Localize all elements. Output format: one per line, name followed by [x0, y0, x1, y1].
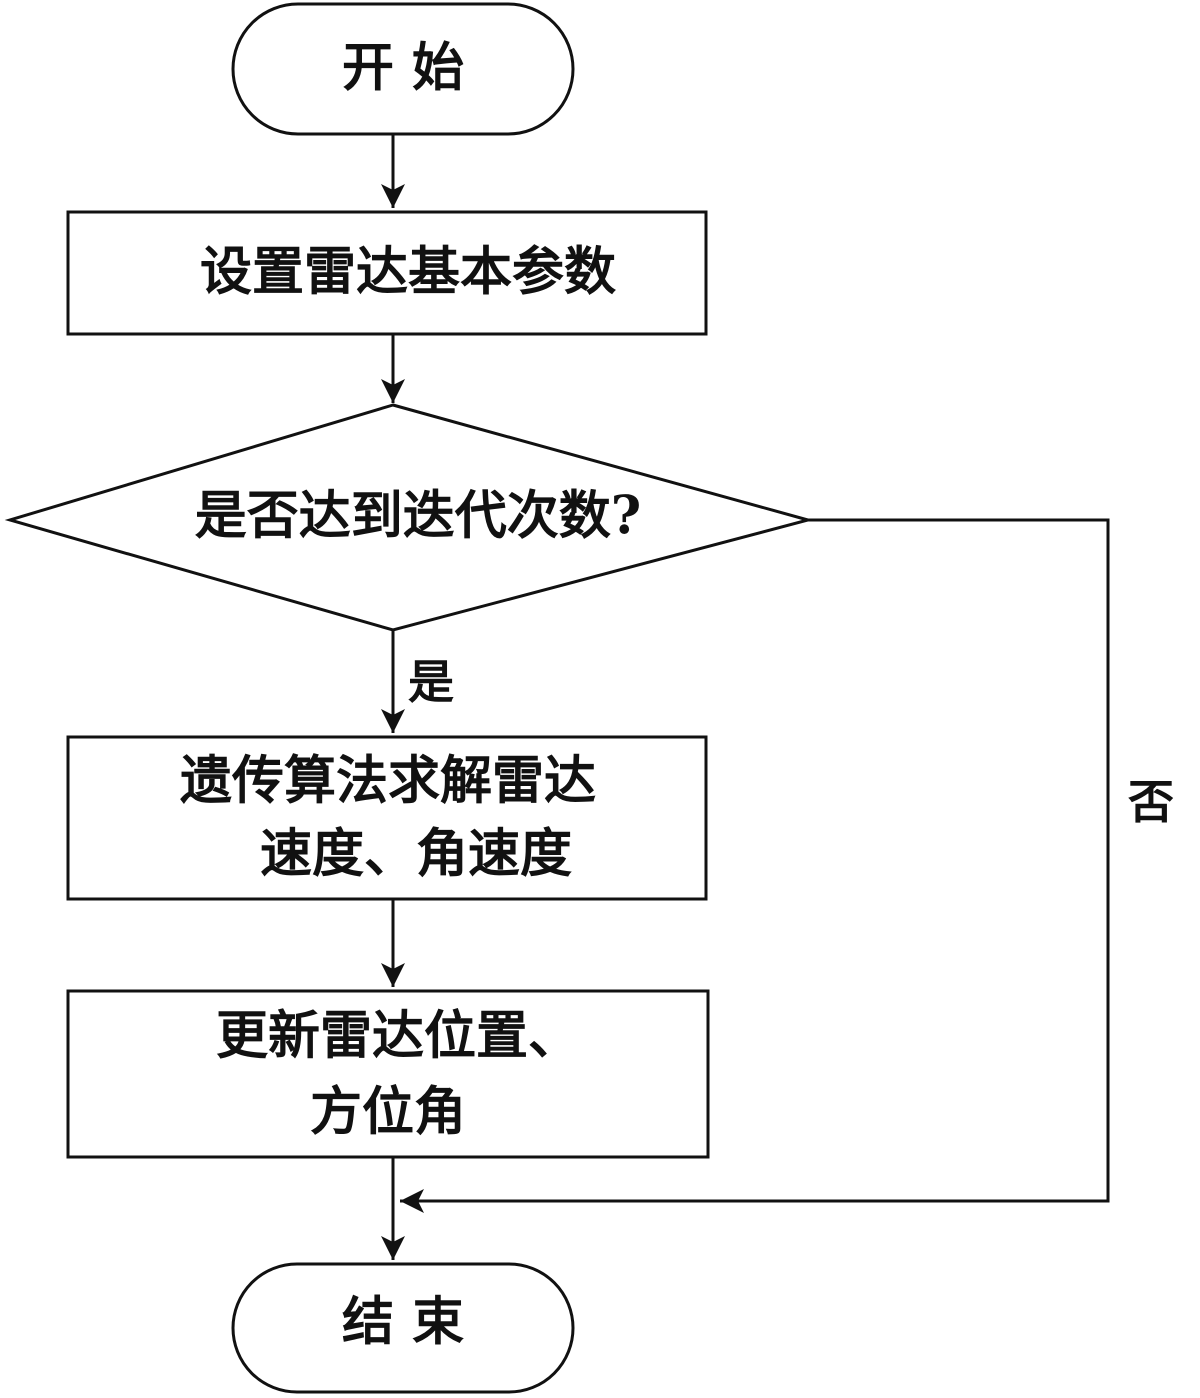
decision-label: 是否达到迭代次数?: [195, 486, 641, 547]
end-terminal-shape: [231, 1262, 575, 1394]
no-label: 否: [1128, 775, 1174, 829]
no-branch-path: [400, 518, 1110, 1213]
start-terminal-shape: [231, 2, 575, 136]
set-params-node: 设置雷达基本参数: [66, 210, 708, 336]
decision-node: 是否达到迭代次数?: [4, 403, 814, 632]
start-node: 开 始: [231, 2, 575, 136]
end-node: 结 束: [231, 1262, 575, 1394]
set-params-label: 设置雷达基本参数: [200, 242, 616, 303]
update-label-line2: 方位角: [310, 1082, 466, 1143]
update-box: [66, 989, 710, 1159]
update-node: 更新雷达位置、 方位角: [66, 989, 710, 1159]
ga-solve-label-line1: 遗传算法求解雷达: [180, 751, 596, 812]
set-params-box: [66, 210, 708, 336]
start-label: 开 始: [342, 38, 464, 99]
end-label: 结 束: [342, 1292, 464, 1353]
ga-solve-box: [66, 735, 708, 901]
ga-solve-node: 遗传算法求解雷达 速度、角速度: [66, 735, 708, 901]
update-label-line1: 更新雷达位置、: [216, 1006, 580, 1067]
ga-solve-label-line2: 速度、角速度: [260, 824, 572, 885]
yes-label: 是: [408, 655, 454, 709]
